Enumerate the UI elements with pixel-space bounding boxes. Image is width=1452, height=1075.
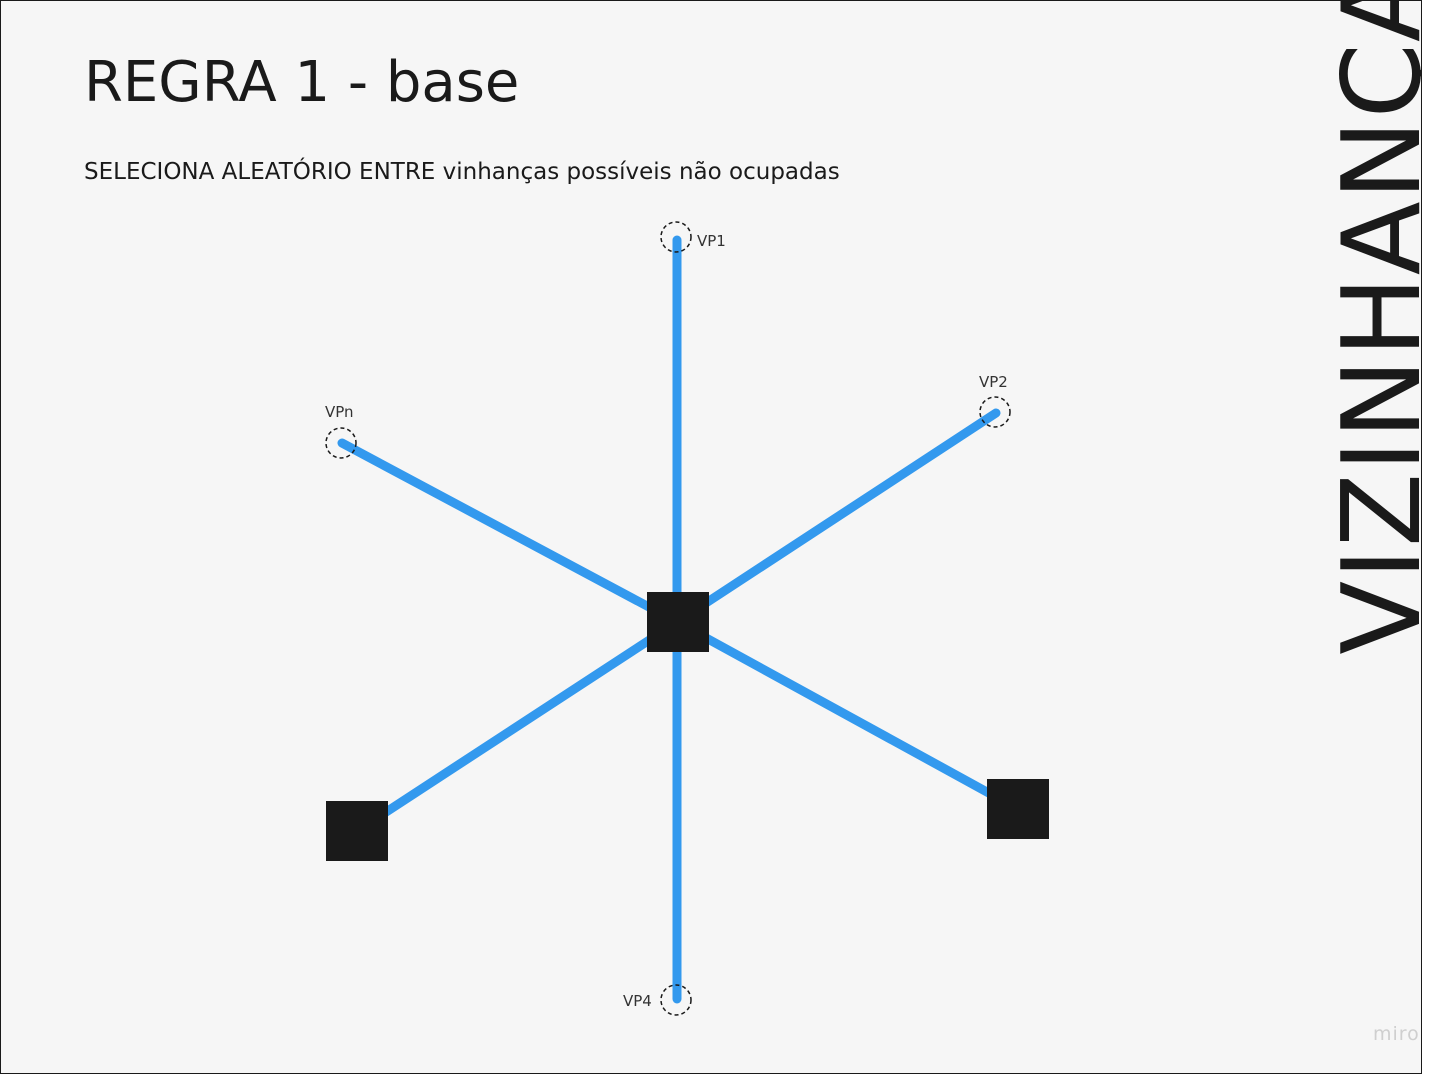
neighborhood-diagram: VP1 VP2 VPn VP4: [325, 221, 1049, 1016]
canvas-board: REGRA 1 - base SELECIONA ALEATÓRIO ENTRE…: [0, 0, 1422, 1074]
vp2-vertex: [979, 396, 1011, 428]
vp1-vertex: [660, 221, 692, 253]
connector-vpn: [337, 438, 682, 627]
occupied-right-square: [987, 779, 1049, 839]
vp4-vertex: [660, 984, 692, 1016]
vp4-label: VP4: [623, 992, 652, 1010]
page-title: REGRA 1 - base: [84, 50, 520, 115]
side-title: VIZINHANÇA: [1320, 0, 1422, 655]
connector-vp2: [672, 408, 1001, 627]
occupied-left-square: [326, 801, 388, 861]
miro-watermark: miro: [1373, 1023, 1420, 1045]
connector-occupied-left: [352, 617, 682, 836]
vp1-label: VP1: [697, 232, 726, 250]
vp2-label: VP2: [979, 373, 1008, 391]
vpn-label: VPn: [325, 403, 354, 421]
rule-description: SELECIONA ALEATÓRIO ENTRE vinhanças poss…: [84, 159, 840, 185]
connector-occupied-right: [672, 617, 1023, 814]
vpn-vertex: [325, 427, 357, 459]
center-node-square: [647, 592, 709, 652]
